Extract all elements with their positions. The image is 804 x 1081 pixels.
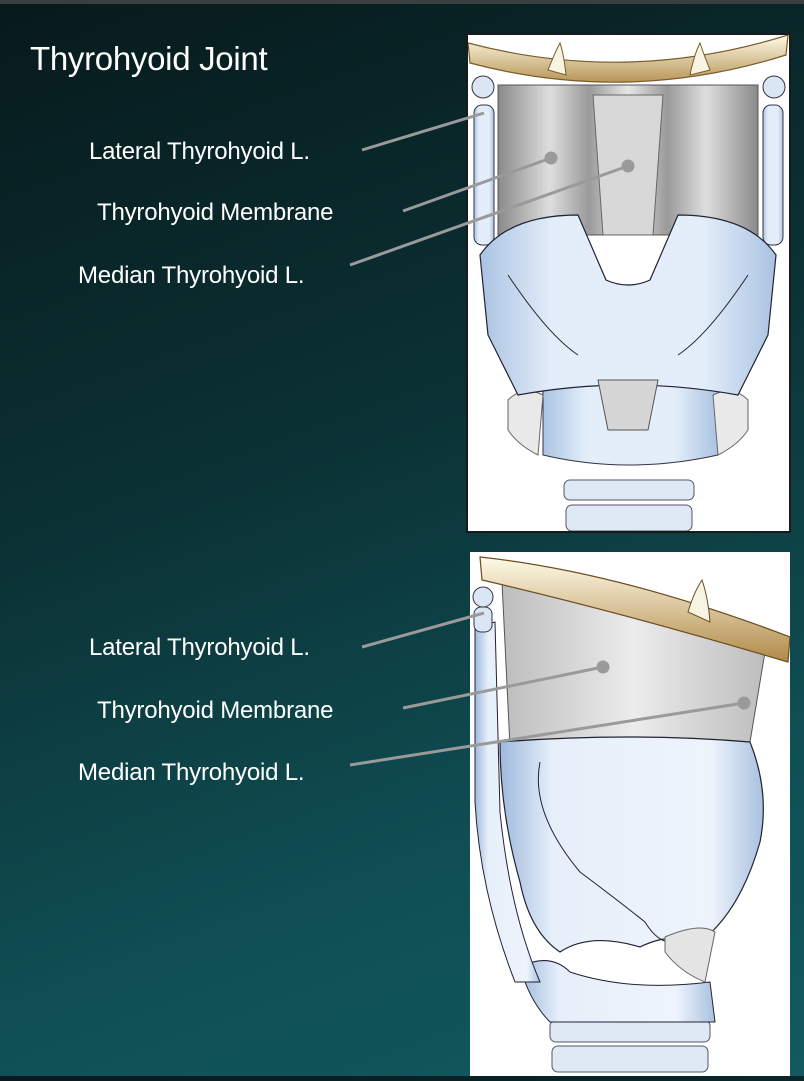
leader-dot [546, 153, 556, 163]
leader-dot [598, 662, 608, 672]
leader-line [403, 667, 603, 708]
leader-dot [623, 161, 633, 171]
leader-line [403, 158, 551, 211]
leader-dot [739, 698, 749, 708]
leader-line [362, 113, 484, 150]
leader-line [350, 703, 744, 765]
leader-line [362, 613, 484, 647]
